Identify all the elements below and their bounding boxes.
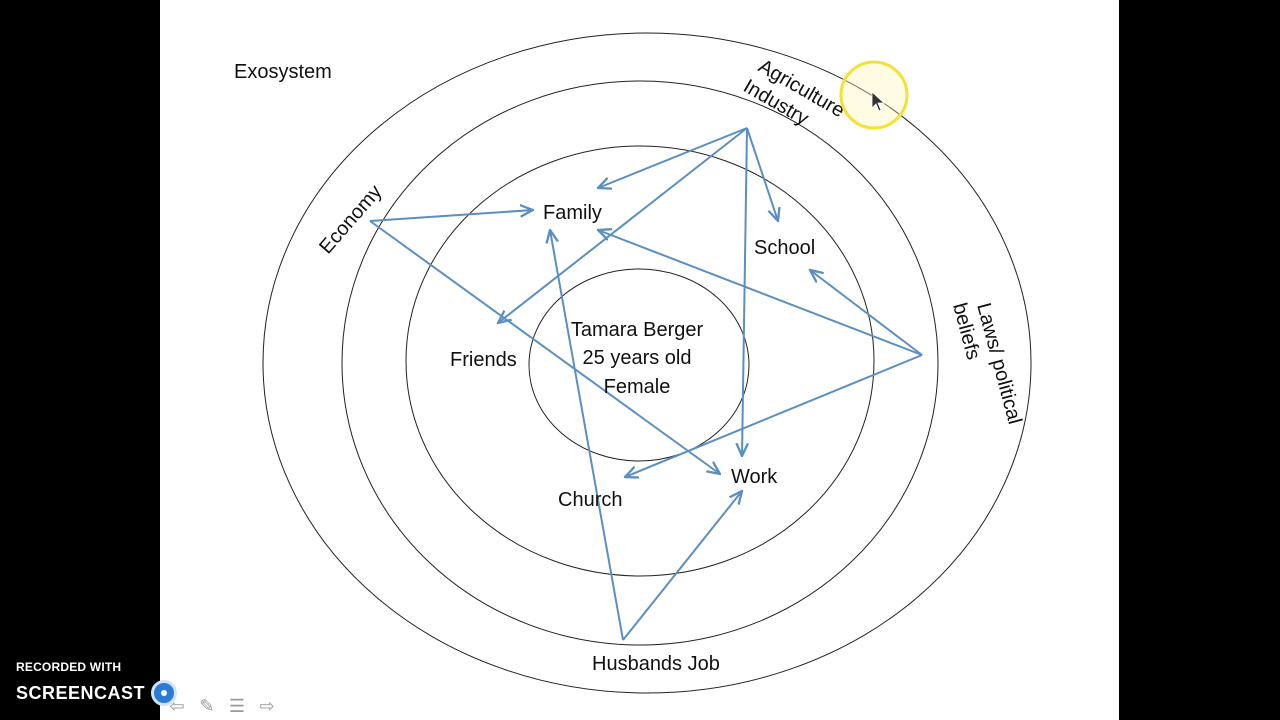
connection-arrows: [369, 127, 923, 641]
economy-label: Economy: [315, 181, 386, 258]
screencast-watermark: RECORDED WITH SCREENCAST MATIC ⇦ ✎ ☰ ⇨: [16, 660, 276, 720]
husbands-job-label: Husbands Job: [592, 653, 720, 675]
record-icon: [151, 680, 178, 706]
friends-label: Friends: [450, 349, 517, 371]
arrow-laws-church: [625, 354, 923, 477]
exosystem-label: Exosystem: [234, 61, 332, 83]
arrow-laws-family: [598, 230, 923, 356]
watermark-recorded-with: RECORDED WITH: [16, 660, 122, 674]
arrow-job-family: [550, 230, 624, 641]
arrow-agriculture-school: [746, 127, 778, 221]
watermark-brand-prefix: SCREENCAST: [16, 682, 146, 703]
laws-label-line1: Laws/ political: [972, 301, 1025, 427]
arrow-agriculture-friends: [498, 127, 748, 323]
watermark-brand-suffix: MATIC: [181, 682, 240, 703]
arrow-economy-work: [369, 220, 720, 474]
arrow-agriculture-work: [742, 127, 747, 456]
family-label: Family: [543, 202, 602, 224]
back-arrow-icon[interactable]: ⇦: [169, 695, 185, 716]
slide-canvas: [160, 0, 1119, 720]
watermark-brand: SCREENCAST MATIC: [16, 680, 239, 706]
microsystem-ring: [405, 145, 875, 577]
watermark-controls: ⇦ ✎ ☰ ⇨: [166, 696, 278, 716]
church-label: Church: [558, 489, 622, 511]
individual-ring: [528, 268, 750, 462]
forward-arrow-icon[interactable]: ⇨: [259, 695, 275, 716]
list-icon[interactable]: ☰: [228, 695, 246, 716]
exosystem-ring: [262, 32, 1032, 694]
center-name: Tamara Berger: [571, 319, 704, 341]
arrow-job-work: [622, 491, 742, 641]
arrow-agriculture-family: [598, 127, 748, 188]
arrow-laws-school: [810, 270, 923, 356]
mouse-pointer-icon: [871, 91, 886, 112]
center-age: 25 years old: [583, 347, 692, 369]
arrow-economy-family: [369, 210, 533, 222]
pencil-icon[interactable]: ✎: [199, 695, 215, 716]
school-label: School: [754, 237, 815, 259]
center-gender: Female: [604, 376, 671, 398]
mesosystem-ring: [341, 80, 939, 646]
work-label: Work: [731, 466, 778, 488]
